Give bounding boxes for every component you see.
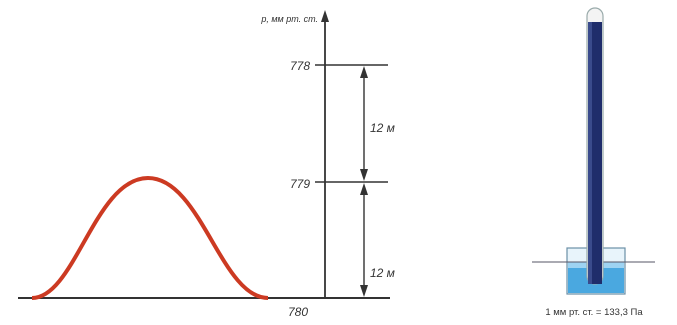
interval-label-lower: 12 м xyxy=(370,266,395,280)
axis-label: p, мм рт. ст. xyxy=(260,14,318,24)
mercury-barometer xyxy=(532,7,655,295)
interval-arrow-lower xyxy=(360,183,368,297)
tick-label-778: 778 xyxy=(290,59,310,73)
hill-curve xyxy=(31,175,269,300)
axis-arrowhead xyxy=(321,10,329,22)
interval-arrow-upper xyxy=(360,66,368,181)
barometer-caption: 1 мм рт. ст. = 133,3 Па xyxy=(545,307,643,318)
tick-label-780: 780 xyxy=(288,305,308,319)
interval-label-upper: 12 м xyxy=(370,121,395,135)
tick-label-779: 779 xyxy=(290,177,310,191)
